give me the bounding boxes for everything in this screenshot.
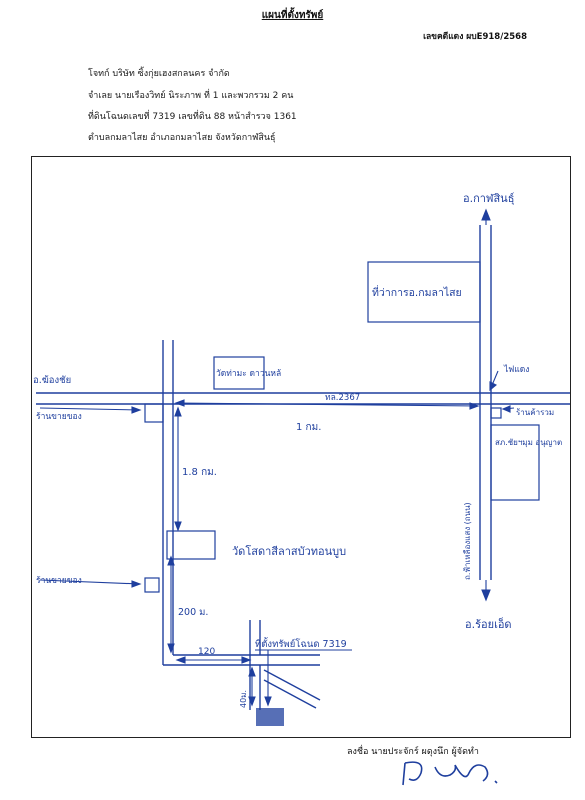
highway-number-label: ทล.2367 [325,393,360,403]
distance-120-label: 120 [198,647,215,657]
shop-left-top-box [144,403,164,423]
measure-arrows [39,208,515,707]
plaintiff-line: โจทก์ บริษัท ซิ้งกุ่ยเฮงสกลนคร จำกัด [88,69,230,79]
shop-left-top-label: ร้านขายของ [36,411,82,422]
document-title: แผนที่ตั้งทรัพย์ [261,10,324,21]
shop-left-bottom-box [144,577,160,593]
traffic-light-label: ไฟแดง [503,364,529,375]
temple-area-box [166,530,216,560]
signature-mark [402,761,498,786]
map-frame [31,156,571,738]
shop-right-top-box [490,407,502,419]
shop-left-bottom-label: ร้านขายของ [36,575,82,586]
temple-label: วัดท่ามะ ดาวนหล้ [216,368,281,379]
roads [36,225,570,710]
signature-line: ลงชื่อ นายประจักร์ ผดุงนึก ผู้จัดทำ [347,747,479,757]
road-name-vertical-label: ถ.ฟ้าเหลืองแสง (ถนน) [463,502,472,580]
distance-40-label: 40ม. [239,690,248,708]
distance-vertical-label: 1.8 กม. [182,467,217,478]
district-office-box [367,261,481,323]
distance-main-label: 1 กม. [296,422,321,433]
distance-200-label: 200 ม. [178,607,208,618]
police-box [490,424,540,501]
police-label: สภ.ชัยฯมุม อนุญาต [495,438,562,447]
property-plot [256,708,284,726]
deed-line: ที่ดินโฉนดเลขที่ 7319 เลขที่ดิน 88 หน้าส… [88,112,297,122]
shop-right-top-label: ร้านค้ารวม [516,408,554,417]
property-label: ที่ตั้งทรัพย์โฉนด 7319 [255,637,347,650]
temple-box [213,356,265,390]
district-office-label: ที่ว่าการอ.กมลาไสย [372,285,462,299]
location-line: ตำบลกมลาไสย อำเภอกมลาไสย จังหวัดกาฬสินธุ… [88,133,276,143]
case-number: เลขคดีแดง ผบE918/2568 [423,32,527,42]
to-kalasin-label: อ.กาฬสินธุ์ [463,192,514,205]
buildings [144,261,540,593]
to-roiet-label: อ.ร้อยเอ็ด [465,617,512,631]
defendant-line: จำเลย นายเรืองวิทย์ นิระภาพ ที่ 1 และพวก… [88,91,294,101]
temple-area-label: วัดโสดาสีลาสบัวทอนบูบ [232,544,346,558]
to-mongchai-label: อ.ฆ้องชัย [33,375,71,386]
